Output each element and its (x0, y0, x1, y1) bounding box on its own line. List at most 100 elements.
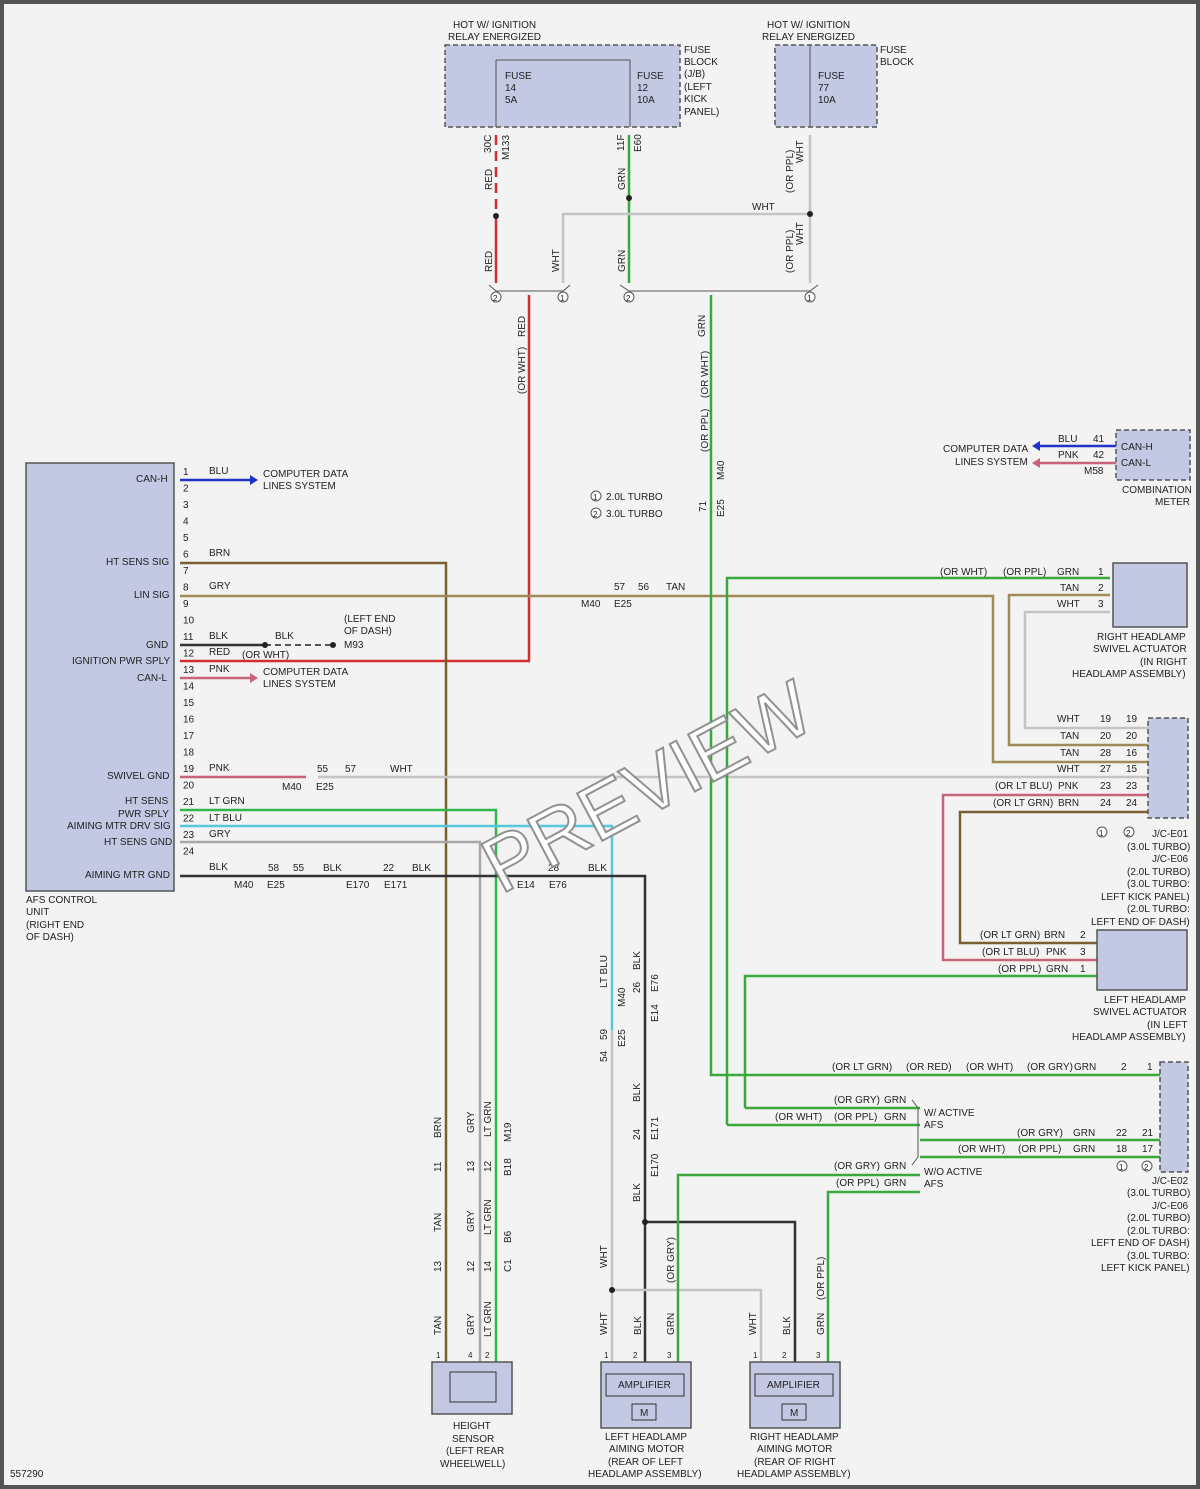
svg-text:W/ ACTIVE: W/ ACTIVE (924, 1108, 975, 1119)
svg-text:(2.0L TURBO:: (2.0L TURBO: (1127, 904, 1190, 915)
svg-text:42: 42 (1093, 450, 1105, 461)
svg-text:E171: E171 (650, 1116, 661, 1140)
wire-wht2 (561, 212, 810, 283)
svg-text:WHEELWELL): WHEELWELL) (440, 1459, 505, 1470)
svg-text:LT GRN: LT GRN (483, 1101, 494, 1137)
svg-text:AIMING MTR GND: AIMING MTR GND (85, 870, 170, 881)
svg-text:(OR WHT): (OR WHT) (517, 347, 528, 394)
svg-text:LT GRN: LT GRN (483, 1199, 494, 1235)
svg-text:(3.0L TURBO:: (3.0L TURBO: (1127, 1251, 1190, 1262)
svg-text:54: 54 (599, 1050, 610, 1062)
svg-text:GRN: GRN (1073, 1128, 1095, 1139)
svg-text:24: 24 (1126, 798, 1138, 809)
svg-text:5A: 5A (505, 95, 518, 106)
svg-text:(OR LT BLU): (OR LT BLU) (982, 947, 1039, 958)
svg-text:(OR LT GRN): (OR LT GRN) (993, 798, 1053, 809)
afs-pin-number: 1 (183, 467, 189, 478)
wire-lin (180, 594, 1148, 764)
svg-text:W/O ACTIVE: W/O ACTIVE (924, 1167, 983, 1178)
svg-text:AFS: AFS (924, 1120, 944, 1131)
svg-text:11: 11 (433, 1161, 444, 1172)
svg-text:AMPLIFIER: AMPLIFIER (618, 1380, 671, 1391)
svg-text:12: 12 (483, 1160, 494, 1172)
wire-brn2 (958, 810, 1148, 945)
svg-text:12: 12 (466, 1260, 477, 1272)
svg-text:E25: E25 (267, 880, 285, 891)
wire-g4 (826, 1190, 920, 1370)
svg-text:GRN: GRN (884, 1178, 906, 1189)
svg-text:WHT: WHT (752, 202, 775, 213)
svg-text:(OR WHT): (OR WHT) (940, 567, 987, 578)
svg-text:BLOCK: BLOCK (880, 57, 914, 68)
svg-text:METER: METER (1155, 497, 1190, 508)
svg-text:RED: RED (484, 169, 495, 190)
svg-text:GRN: GRN (1057, 567, 1079, 578)
svg-text:4: 4 (468, 1351, 473, 1360)
svg-text:GRY: GRY (466, 1111, 477, 1133)
svg-text:(OR PPL): (OR PPL) (785, 150, 796, 193)
svg-text:(OR PPL): (OR PPL) (700, 409, 711, 452)
svg-text:KICK: KICK (684, 94, 708, 105)
svg-text:LEFT END OF DASH): LEFT END OF DASH) (1091, 1238, 1190, 1249)
svg-text:OF DASH): OF DASH) (26, 932, 74, 943)
svg-text:3: 3 (1098, 599, 1104, 610)
svg-text:GRN: GRN (1073, 1144, 1095, 1155)
svg-text:GRY: GRY (466, 1313, 477, 1335)
svg-text:E76: E76 (549, 880, 567, 891)
svg-text:LINES SYSTEM: LINES SYSTEM (263, 679, 336, 690)
svg-text:28: 28 (548, 863, 560, 874)
svg-text:J/C-E06: J/C-E06 (1152, 1201, 1189, 1212)
svg-text:3.0L TURBO: 3.0L TURBO (606, 509, 663, 520)
svg-text:15: 15 (1126, 764, 1138, 775)
svg-text:WHT: WHT (748, 1312, 759, 1335)
afs-pin-number: 20 (183, 781, 195, 792)
svg-text:(LEFT: (LEFT (684, 82, 712, 93)
svg-text:LEFT HEADLAMP: LEFT HEADLAMP (605, 1432, 687, 1443)
svg-text:(OR PPL): (OR PPL) (998, 964, 1041, 975)
svg-text:M133: M133 (501, 135, 512, 160)
svg-text:BLK: BLK (209, 862, 228, 873)
svg-text:1: 1 (1147, 1062, 1153, 1073)
svg-text:(3.0L TURBO:: (3.0L TURBO: (1127, 879, 1190, 890)
svg-text:(OR LT GRN): (OR LT GRN) (980, 930, 1040, 941)
svg-text:IGNITION PWR SPLY: IGNITION PWR SPLY (72, 656, 170, 667)
svg-text:(OR RED): (OR RED) (906, 1062, 952, 1073)
svg-text:55: 55 (293, 863, 305, 874)
svg-text:16: 16 (1126, 748, 1138, 759)
svg-text:OF DASH): OF DASH) (344, 626, 392, 637)
svg-text:2: 2 (1144, 1163, 1149, 1172)
svg-text:BRN: BRN (1044, 930, 1065, 941)
afs-pin-number: 12 (183, 649, 195, 660)
svg-text:20: 20 (1100, 731, 1112, 742)
svg-text:FUSE: FUSE (880, 45, 907, 56)
svg-text:(OR WHT): (OR WHT) (242, 650, 289, 661)
svg-text:BRN: BRN (209, 548, 230, 559)
svg-text:77: 77 (818, 83, 830, 94)
svg-text:55: 55 (317, 764, 329, 775)
svg-text:18: 18 (1116, 1144, 1128, 1155)
svg-text:PNK: PNK (1058, 450, 1079, 461)
svg-text:1: 1 (436, 1351, 441, 1360)
svg-text:(3.0L TURBO): (3.0L TURBO) (1127, 1188, 1190, 1199)
svg-text:LIN SIG: LIN SIG (134, 590, 170, 601)
svg-text:19: 19 (1126, 714, 1138, 725)
wire-red (180, 295, 531, 663)
svg-text:WHT: WHT (599, 1245, 610, 1268)
svg-text:(2.0L TURBO): (2.0L TURBO) (1127, 867, 1190, 878)
svg-text:BLK: BLK (588, 863, 607, 874)
svg-text:(OR PPL): (OR PPL) (1018, 1144, 1061, 1155)
svg-text:COMPUTER DATA: COMPUTER DATA (263, 667, 349, 678)
svg-text:20: 20 (1126, 731, 1138, 742)
svg-text:1: 1 (753, 1351, 758, 1360)
wire-ltgrn (180, 808, 498, 1370)
svg-text:(OR GRY): (OR GRY) (834, 1095, 880, 1106)
svg-text:BLOCK: BLOCK (684, 57, 718, 68)
svg-text:HEADLAMP ASSEMBLY): HEADLAMP ASSEMBLY) (588, 1469, 702, 1480)
afs-pin-number: 15 (183, 698, 195, 709)
svg-text:FUSE: FUSE (684, 45, 711, 56)
wire-brn (180, 561, 448, 1370)
svg-text:GRY: GRY (466, 1210, 477, 1232)
afs-pin-number: 22 (183, 814, 195, 825)
afs-pin-number: 21 (183, 797, 195, 808)
